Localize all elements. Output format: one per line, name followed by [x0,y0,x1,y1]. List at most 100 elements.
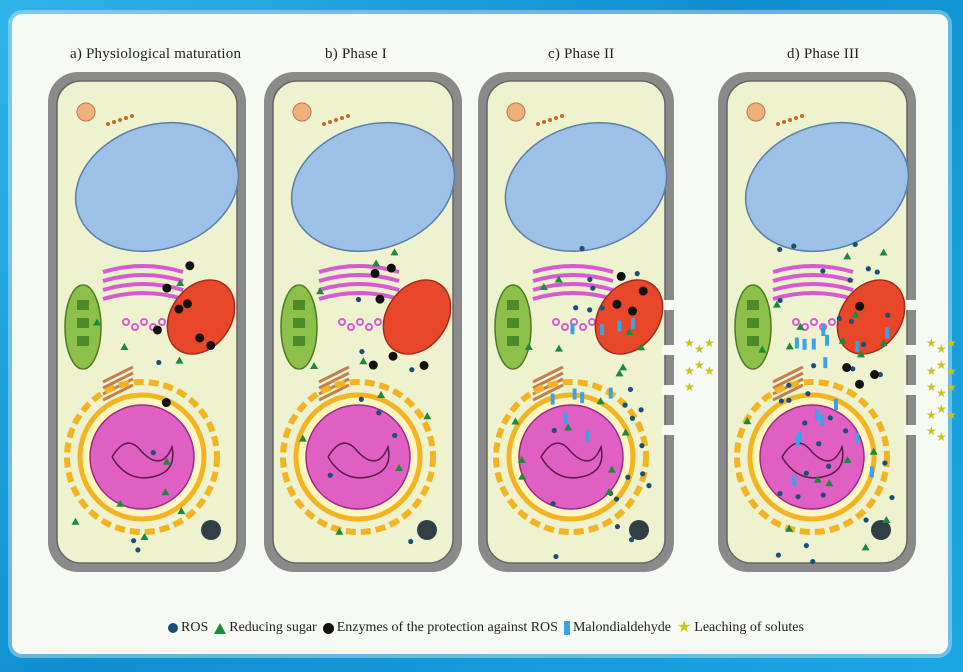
malondialdehyde [815,409,819,420]
peroxisome [77,103,95,121]
ros-particle [804,543,809,548]
ros-particle [587,307,592,312]
malondialdehyde [820,414,824,425]
ros-particle [359,397,364,402]
ros-particle [849,319,854,324]
malondialdehyde [573,389,577,400]
enzyme [420,361,429,370]
ros-particle [866,266,871,271]
malondialdehyde [600,324,604,335]
legend-mda: Malondialdehyde [564,620,671,636]
legend-ros: ROS [168,620,208,636]
ros-particle [552,428,557,433]
malondialdehyde [823,357,827,368]
peroxisome [293,103,311,121]
ros-particle [551,501,556,506]
enzyme [639,287,648,296]
cell-d: ★★★★★★★★★★★★★★ [718,72,957,572]
legend: ROS Reducing sugar Enzymes of the protec… [168,620,804,636]
ros-particle [131,538,136,543]
thylakoid [293,318,305,328]
enzyme [612,300,621,309]
enzyme [628,307,637,316]
ros-particle [795,494,800,499]
enzyme [183,299,192,308]
thylakoid [747,318,759,328]
enzyme [174,305,183,314]
ros-particle [863,517,868,522]
ros-particle [778,298,783,303]
ros-particle [779,398,784,403]
malondialdehyde [617,321,621,332]
enzyme [389,352,398,361]
ros-particle [573,305,578,310]
enzyme [162,398,171,407]
membrane-pore [904,345,920,355]
peroxisome [747,103,765,121]
ros-particle [777,247,782,252]
ribosome [106,122,110,126]
membrane-pore [904,300,920,310]
ros-particle [791,243,796,248]
ros-particle [408,539,413,544]
thylakoid [747,336,759,346]
ros-particle [376,410,381,415]
ros-particle [802,420,807,425]
thylakoid [77,300,89,310]
ribosome [800,114,804,118]
ros-particle [600,305,605,310]
ros-particle [847,278,852,283]
membrane-pore [662,425,678,435]
malondialdehyde [609,388,613,399]
ribosome [346,114,350,118]
ros-particle [826,464,831,469]
membrane-pore [662,300,678,310]
leaching-star: ★ [946,380,957,394]
star-icon: ★ [677,620,691,636]
ribosome [542,120,546,124]
ros-particle [811,363,816,368]
ros-particle [843,428,848,433]
ros-particle [820,268,825,273]
ros-particle [786,383,791,388]
legend-sugar-label: Reducing sugar [229,620,316,636]
ros-particle [861,342,866,347]
thylakoid [507,318,519,328]
ros-particle [409,367,414,372]
ribosome [322,122,326,126]
malondialdehyde [825,335,829,346]
leaching-star: ★ [684,380,695,394]
malondialdehyde [586,431,590,442]
legend-leaching: ★Leaching of solutes [677,620,804,636]
malondialdehyde-icon [564,621,570,635]
ros-particle [151,450,156,455]
ribosome [554,116,558,120]
ros-particle [805,391,810,396]
membrane-pore [904,425,920,435]
ribosome [548,118,552,122]
ros-particle [882,460,887,465]
dark-vesicle [629,520,649,540]
ros-particle [816,441,821,446]
ros-particle [328,473,333,478]
ros-particle [828,415,833,420]
ros-particle [875,269,880,274]
enzyme [375,295,384,304]
enzyme [185,261,194,270]
malondialdehyde [870,466,874,477]
ros-particle [889,495,894,500]
malondialdehyde [551,394,555,405]
enzyme [162,284,171,293]
ros-particle [625,475,630,480]
ros-particle [639,407,644,412]
ros-particle [810,559,815,564]
malondialdehyde [834,399,838,410]
ribosome [782,120,786,124]
ros-particle [553,554,558,559]
ros-icon [168,623,178,633]
leaching-star: ★ [946,364,957,378]
ribosome [334,118,338,122]
peroxisome [507,103,525,121]
thylakoid [507,336,519,346]
ros-particle [837,316,842,321]
